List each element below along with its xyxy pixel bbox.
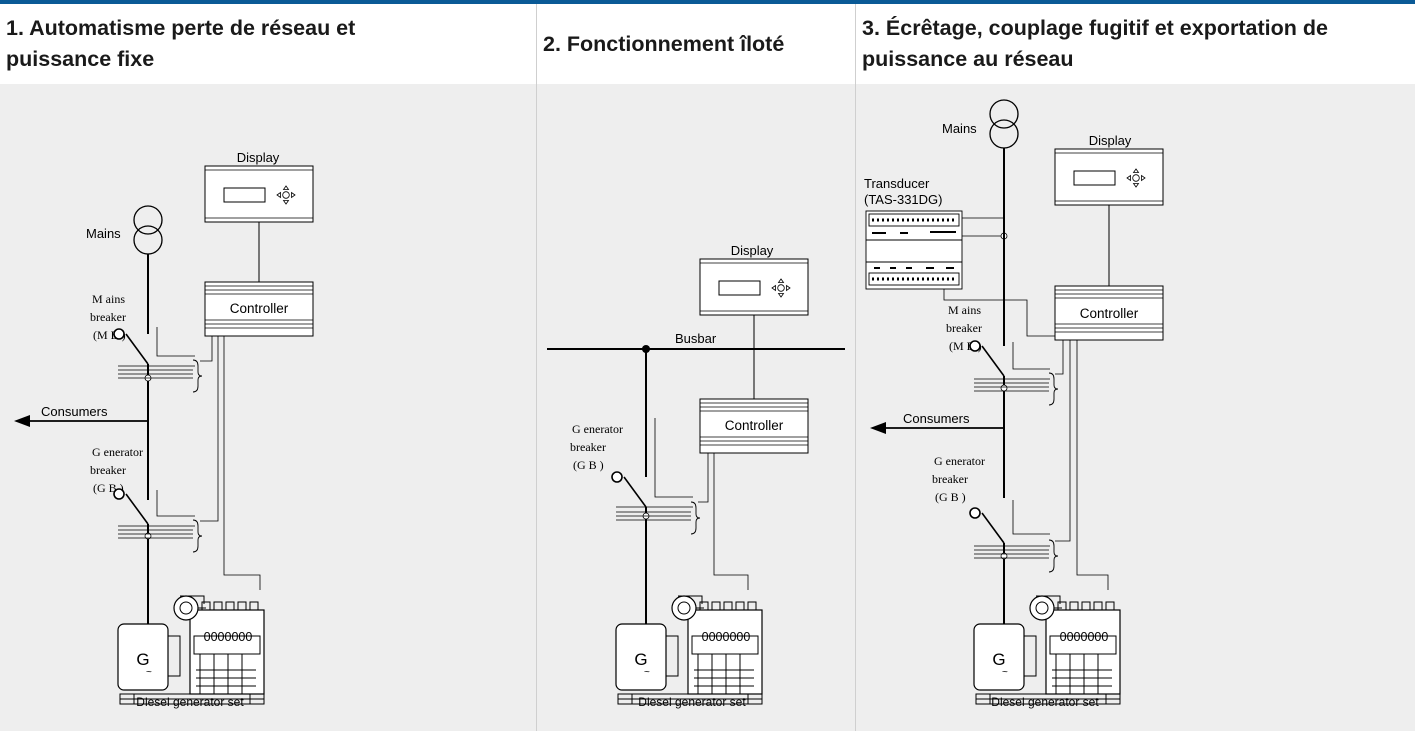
display-label: Display bbox=[1089, 133, 1132, 148]
display-unit bbox=[204, 165, 314, 223]
mains-label: Mains bbox=[86, 226, 121, 241]
wire-bundle bbox=[973, 372, 1059, 406]
engine-readout: 0000000 bbox=[204, 630, 253, 644]
wire bbox=[118, 327, 195, 367]
wire bbox=[118, 490, 195, 527]
mains-breaker-icon bbox=[969, 340, 1005, 377]
busbar-label: Busbar bbox=[675, 331, 717, 346]
generator-breaker-label-2: breaker bbox=[932, 472, 968, 486]
wire bbox=[974, 342, 1050, 380]
mains-transformer-icon bbox=[133, 205, 163, 255]
panel-3-title: 3. Écrêtage, couplage fugitif et exporta… bbox=[862, 13, 1328, 75]
ct-icon bbox=[144, 532, 152, 540]
wire bbox=[943, 289, 1058, 337]
panel-3-header: 3. Écrêtage, couplage fugitif et exporta… bbox=[856, 4, 1415, 84]
generator-breaker-label-1: G enerator bbox=[934, 454, 985, 468]
control-wire bbox=[1055, 340, 1109, 590]
panel-1-title-line-1: 1. Automatisme perte de réseau et bbox=[6, 16, 356, 40]
transducer-label-1: Transducer bbox=[864, 176, 930, 191]
mains-transformer-icon bbox=[989, 99, 1019, 149]
generator-symbol: G bbox=[634, 650, 647, 669]
generator-breaker-icon bbox=[611, 471, 647, 508]
panel-2-title: 2. Fonctionnement îloté bbox=[543, 29, 784, 60]
generator-breaker-label-1: G enerator bbox=[572, 422, 623, 436]
engine-readout: 0000000 bbox=[1060, 630, 1109, 644]
column-divider bbox=[855, 4, 856, 731]
transducer-unit bbox=[865, 210, 963, 290]
genset-caption: Diesel generator set bbox=[991, 695, 1099, 709]
wire bbox=[974, 500, 1050, 547]
mains-breaker-label-2: breaker bbox=[946, 321, 982, 335]
genset-caption: Diesel generator set bbox=[136, 695, 244, 709]
wire-bundle bbox=[117, 359, 203, 393]
display-unit bbox=[1054, 148, 1164, 206]
generator-breaker-label-2: breaker bbox=[570, 440, 606, 454]
controller-label: Controller bbox=[1080, 306, 1139, 321]
generator-breaker-label-3: (G B ) bbox=[573, 458, 604, 472]
ac-symbol: ~ bbox=[1002, 667, 1008, 678]
wire bbox=[616, 418, 693, 508]
genset-caption: Diesel generator set bbox=[638, 695, 746, 709]
engine-readout: 0000000 bbox=[702, 630, 751, 644]
display-label: Display bbox=[731, 243, 774, 258]
wire-bundle bbox=[973, 539, 1059, 573]
generator-breaker-label-2: breaker bbox=[90, 463, 126, 477]
generator-symbol: G bbox=[136, 650, 149, 669]
panel-3-title-line-1: 3. Écrêtage, couplage fugitif et exporta… bbox=[862, 16, 1328, 40]
panel-3-title-line-2: puissance au réseau bbox=[862, 47, 1074, 71]
ac-symbol: ~ bbox=[146, 667, 152, 678]
controller-label: Controller bbox=[230, 301, 289, 316]
panel-2-header: 2. Fonctionnement îloté bbox=[537, 4, 855, 84]
mains-breaker-icon bbox=[113, 328, 149, 365]
ct-icon bbox=[1000, 552, 1008, 560]
panel-1-title-line-2: puissance fixe bbox=[6, 47, 155, 71]
panel-1-header: 1. Automatisme perte de réseau et puissa… bbox=[0, 4, 536, 84]
mains-breaker-label-2: breaker bbox=[90, 310, 126, 324]
column-divider bbox=[536, 4, 537, 731]
mains-label: Mains bbox=[942, 121, 977, 136]
generator-breaker-icon bbox=[113, 488, 149, 525]
panel-2-title-line-1: 2. Fonctionnement îloté bbox=[543, 31, 785, 56]
mains-breaker-label-1: M ains bbox=[948, 303, 981, 317]
panel-2-diagram: Display Busbar Controller G enerator bre… bbox=[547, 243, 845, 709]
control-wire bbox=[200, 336, 261, 590]
transducer-label-2: (TAS-331DG) bbox=[864, 192, 943, 207]
arrow-left-icon bbox=[14, 415, 30, 427]
controller-label: Controller bbox=[725, 418, 784, 433]
wire bbox=[962, 217, 1004, 237]
generator-breaker-label-3: (G B ) bbox=[935, 490, 966, 504]
top-accent-bar bbox=[0, 0, 1415, 4]
ct-icon bbox=[1000, 384, 1008, 392]
mains-breaker-label-1: M ains bbox=[92, 292, 125, 306]
display-unit bbox=[699, 258, 809, 316]
panel-3-diagram: Mains Display Transducer (TAS-331DG) Con… bbox=[864, 99, 1164, 709]
display-label: Display bbox=[237, 150, 280, 165]
generator-breaker-icon bbox=[969, 507, 1005, 544]
consumers-label: Consumers bbox=[41, 404, 108, 419]
generator-breaker-label-1: G enerator bbox=[92, 445, 143, 459]
generator-symbol: G bbox=[992, 650, 1005, 669]
wire-bundle bbox=[117, 519, 203, 553]
panel-1-title: 1. Automatisme perte de réseau et puissa… bbox=[6, 13, 355, 75]
panel-1-diagram: Display Controller Mains M ains breaker … bbox=[14, 150, 314, 709]
control-wire bbox=[698, 453, 749, 590]
ac-symbol: ~ bbox=[644, 667, 650, 678]
arrow-left-icon bbox=[870, 422, 886, 434]
consumers-label: Consumers bbox=[903, 411, 970, 426]
